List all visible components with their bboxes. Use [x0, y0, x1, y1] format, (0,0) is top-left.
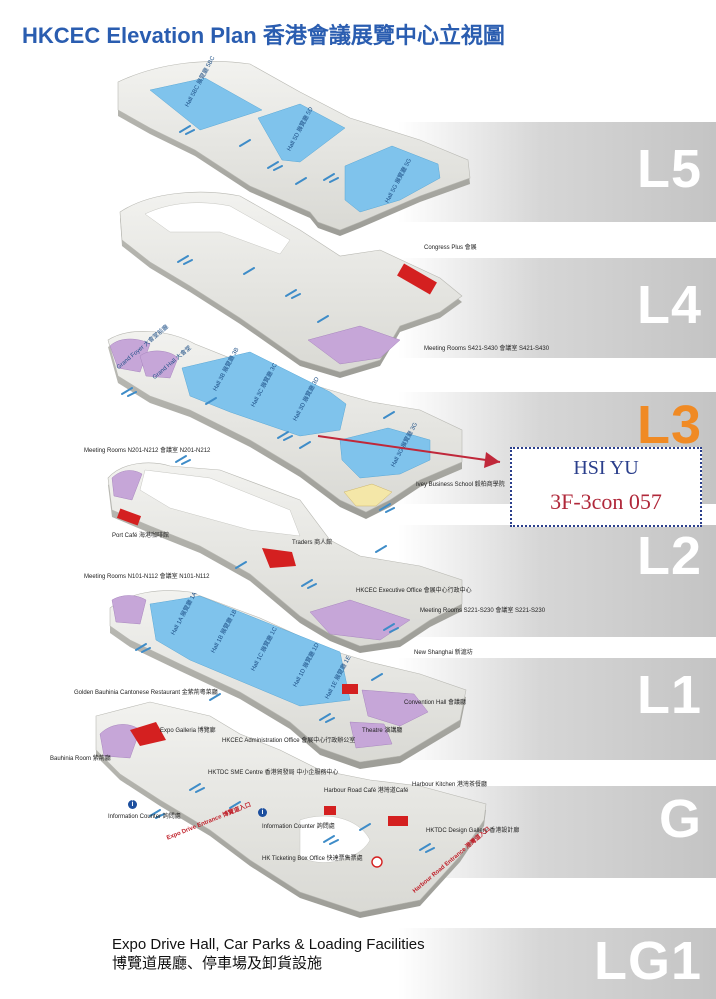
golden-bauhinia-area	[130, 722, 166, 746]
info-icon: i	[258, 808, 267, 817]
harbour-kitchen-area	[388, 816, 408, 826]
footer-caption: Expo Drive Hall, Car Parks & Loading Fac…	[112, 936, 425, 972]
level-label-lg1: LG1	[593, 931, 702, 991]
floor-g	[95, 701, 487, 918]
traders-area	[262, 548, 296, 568]
info-icon: i	[128, 800, 137, 809]
escalators	[121, 125, 435, 853]
level-label-l5: L5	[636, 139, 702, 199]
convention-hall-label: Convention Hall 會議廳	[404, 700, 467, 706]
harbour-kitchen-label: Harbour Kitchen 港灣茶餐廳	[412, 782, 488, 788]
grand-foyer-area	[109, 338, 151, 373]
harbour-road-cafe-label: Harbour Road Café 港灣道Café	[324, 788, 409, 794]
seat-note: HSI YU 3F-3con 057	[510, 447, 702, 527]
meeting-rooms-s421-area	[307, 325, 401, 365]
note-name: HSI YU	[573, 457, 639, 479]
admin-office-label: HKCEC Administration Office 會展中心行政辦公室	[222, 738, 356, 744]
congress-plus-area	[397, 263, 437, 295]
meeting-rooms-n101-label: Meeting Rooms N101-N112 會議室 N101-N112	[84, 574, 210, 580]
port-cafe-area	[116, 508, 142, 526]
info-counter-label-1: Information Counter 詢問處	[108, 814, 181, 820]
ticketing-label: HK Ticketing Box Office 快達票售票處	[262, 856, 363, 862]
hall-5bc-area	[149, 77, 263, 131]
hall-3g-area	[339, 427, 431, 479]
meeting-rooms-n201-area	[111, 470, 143, 501]
level-label-l1: L1	[636, 665, 702, 725]
new-shanghai-area	[342, 684, 358, 694]
sme-centre-label: HKTDC SME Centre 香港貿發局 中小企服務中心	[208, 770, 339, 776]
level-label-g: G	[658, 789, 702, 849]
harbour-road-cafe-area	[324, 806, 336, 815]
floor-l4	[119, 191, 463, 378]
floor-l2	[107, 462, 463, 653]
congress-plus-label: Congress Plus 會展	[424, 245, 477, 251]
floor-l1	[109, 590, 467, 769]
hall-5d-area	[257, 103, 346, 163]
meeting-rooms-n201-label: Meeting Rooms N201-N212 會議室 N201-N212	[84, 448, 211, 454]
level-label-l2: L2	[636, 526, 702, 586]
meeting-rooms-n101-area	[111, 595, 147, 625]
note-code: 3F-3con 057	[550, 489, 662, 514]
port-cafe-label: Port Café 海港咖啡館	[112, 533, 170, 539]
bauhinia-room-area	[99, 724, 141, 759]
level-label-l4: L4	[636, 275, 702, 335]
design-gallery-label: HKTDC Design Gallery 香港設計廊	[426, 828, 520, 834]
meeting-rooms-s421-label: Meeting Rooms S421-S430 會議室 S421-S430	[424, 346, 550, 352]
executive-office-label: HKCEC Executive Office 會展中心行政中心	[356, 588, 472, 594]
level-label-l3: L3	[636, 395, 702, 455]
level-band-l4: L4	[398, 258, 716, 358]
floor-l5	[117, 61, 471, 236]
ivey-business-school-label: Ivey Business School 毅柏商學院	[416, 482, 505, 488]
meeting-rooms-s221-label: Meeting Rooms S221-S230 會議室 S221-S230	[420, 608, 546, 614]
halls-3b-3e-area	[181, 351, 347, 437]
theatre-area	[349, 721, 393, 749]
bauhinia-room-label: Bauhinia Room 紫荊廳	[50, 756, 111, 762]
grand-hall-area	[139, 350, 179, 379]
convention-hall-area	[361, 689, 429, 727]
halls-1a-1e-area	[149, 595, 351, 707]
theatre-label: Theatre 演講廳	[362, 728, 403, 734]
hall-5g-area	[344, 145, 441, 213]
new-shanghai-label: New Shanghai 新滬坊	[414, 650, 473, 656]
traders-label: Traders 商人館	[292, 540, 333, 546]
info-counter-label-2: Information Counter 詢問處	[262, 824, 335, 830]
expo-galleria-label: Expo Galleria 博覽廊	[160, 728, 216, 734]
floor-l3	[107, 331, 501, 519]
golden-bauhinia-label: Golden Bauhinia Cantonese Restaurant 金紫荊…	[74, 690, 218, 696]
page-title: HKCEC Elevation Plan 香港會議展覽中心立視圖	[22, 23, 505, 48]
level-band-lg1: LG1	[398, 928, 716, 999]
ivey-area	[343, 483, 393, 507]
